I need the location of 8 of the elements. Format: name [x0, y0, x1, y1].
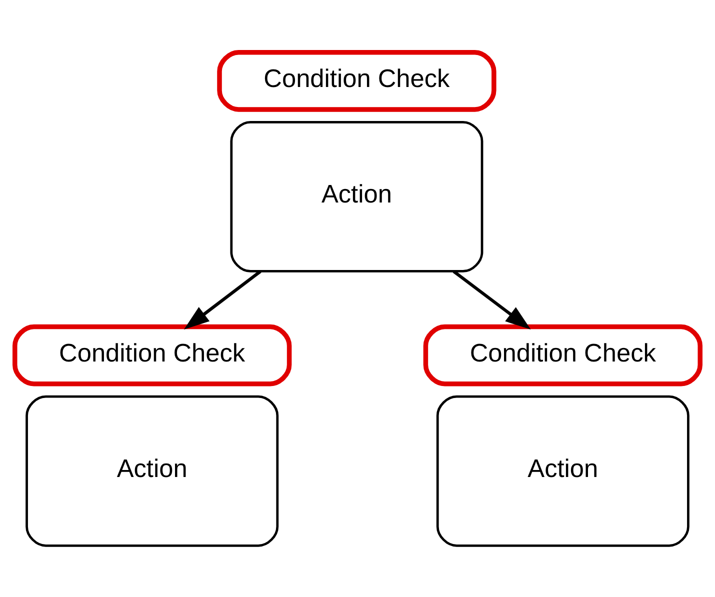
- node-box: Action: [436, 394, 690, 546]
- node-box: Action: [26, 394, 279, 546]
- node-box: Condition Check: [423, 324, 702, 386]
- node-box: Action: [230, 120, 484, 272]
- arrow: [184, 270, 262, 329]
- arrow: [452, 270, 531, 329]
- node-box: Condition Check: [217, 49, 496, 112]
- node-box: Condition Check: [12, 324, 292, 386]
